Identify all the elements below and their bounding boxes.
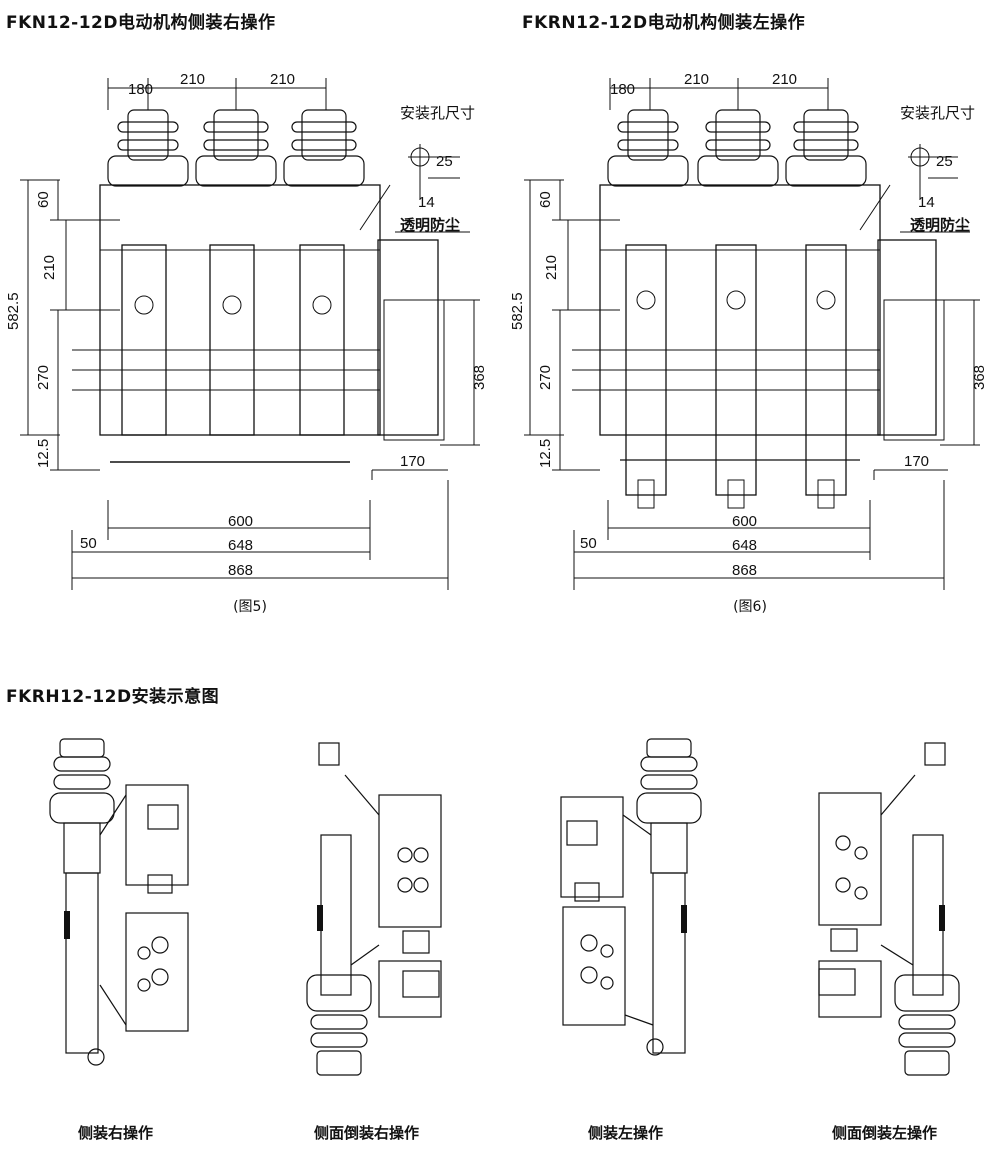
dim-210-a: 210 — [180, 71, 205, 88]
install-caption-1: 侧装右操作 — [78, 1124, 154, 1142]
figure-5-title: FKN12-12D电动机构侧装右操作 — [6, 13, 276, 33]
figure-6-caption: (图6) — [733, 599, 767, 615]
dim-210-b: 210 — [270, 71, 295, 88]
dim-368: 368 — [971, 365, 988, 390]
dim-582: 582.5 — [509, 292, 526, 330]
dim-210-v: 210 — [543, 255, 560, 280]
dim-14: 14 — [418, 194, 435, 211]
dim-25: 25 — [436, 153, 453, 170]
install-view-4 — [818, 742, 960, 1076]
label-mount-hole: 安装孔尺寸 — [400, 105, 475, 122]
dim-600: 600 — [228, 513, 253, 530]
label-dustproof: 透明防尘 — [910, 216, 970, 234]
dim-582: 582.5 — [5, 292, 22, 330]
insulator — [607, 109, 867, 187]
label-mount-hole: 安装孔尺寸 — [900, 105, 975, 122]
figure-6-title: FKRN12-12D电动机构侧装左操作 — [522, 13, 806, 33]
dim-14: 14 — [918, 194, 935, 211]
dim-170: 170 — [904, 453, 929, 470]
dim-600: 600 — [732, 513, 757, 530]
dim-210-v: 210 — [41, 255, 58, 280]
dim-50: 50 — [80, 535, 97, 552]
dim-648: 648 — [228, 537, 253, 554]
install-view-3 — [560, 738, 702, 1056]
install-caption-3: 侧装左操作 — [588, 1124, 664, 1142]
installation-title: FKRH12-12D安装示意图 — [6, 687, 220, 707]
dim-868: 868 — [732, 562, 757, 579]
dim-50: 50 — [580, 535, 597, 552]
dim-170: 170 — [400, 453, 425, 470]
dim-12-5: 12.5 — [35, 439, 52, 468]
dim-270: 270 — [537, 365, 554, 390]
dim-868: 868 — [228, 562, 253, 579]
dim-180: 180 — [128, 81, 153, 98]
install-view-1 — [49, 738, 189, 1066]
dim-368: 368 — [471, 365, 488, 390]
dim-648: 648 — [732, 537, 757, 554]
dim-60: 60 — [537, 191, 554, 208]
install-caption-4: 侧面倒装左操作 — [832, 1124, 938, 1142]
figure-5-drawing: 180 210 210 60 210 582.5 270 12.5 368 17… — [5, 71, 488, 590]
dim-180: 180 — [610, 81, 635, 98]
dim-12-5: 12.5 — [537, 439, 554, 468]
install-caption-2: 侧面倒装右操作 — [314, 1124, 420, 1142]
dim-270: 270 — [35, 365, 52, 390]
dim-60: 60 — [35, 191, 52, 208]
dim-25: 25 — [936, 153, 953, 170]
install-view-2 — [306, 742, 442, 1076]
dim-210-b: 210 — [772, 71, 797, 88]
figure-5-caption: (图5) — [233, 599, 267, 615]
figure-6-drawing: 180 210 210 60 210 582.5 270 12.5 368 17… — [509, 71, 988, 590]
dim-210-a: 210 — [684, 71, 709, 88]
label-dustproof: 透明防尘 — [400, 216, 460, 234]
insulator — [107, 109, 365, 187]
